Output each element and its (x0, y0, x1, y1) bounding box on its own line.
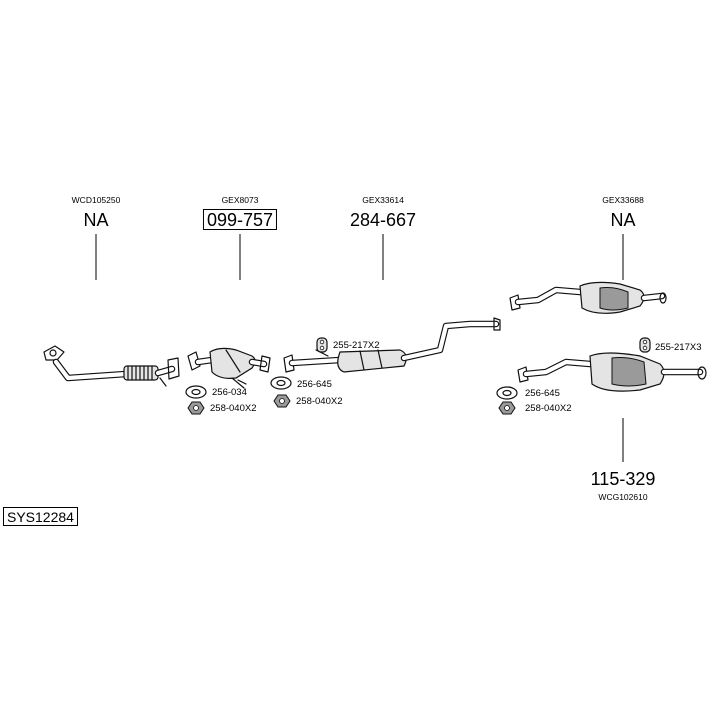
oe-code-centre-silencer: GEX33614 (362, 195, 404, 205)
rear-silencer-lower-part (517, 352, 707, 392)
nut-icon (187, 401, 205, 415)
fitting-label-mount-2[interactable]: 255-217X3 (655, 342, 702, 353)
part-number-centre-silencer[interactable]: 284-667 (349, 210, 417, 230)
oe-code-front-pipe: WCD105250 (71, 195, 121, 205)
part-number-front-pipe[interactable]: NA (83, 210, 109, 230)
part-number-rear-silencer-lower[interactable]: 115-329 (590, 469, 656, 489)
fitting-label-gasket-3[interactable]: 256-645 (525, 388, 560, 399)
fitting-label-nut-1[interactable]: 258-040X2 (210, 403, 257, 414)
front-pipe-part (43, 345, 180, 387)
nut-icon (273, 394, 291, 408)
oe-code-rear-silencer-upper: GEX33688 (602, 195, 644, 205)
fitting-label-nut-2[interactable]: 258-040X2 (296, 396, 343, 407)
fitting-label-gasket-2[interactable]: 256-645 (297, 379, 332, 390)
fitting-label-gasket-1[interactable]: 256-034 (212, 387, 247, 398)
gasket-icon (496, 386, 518, 400)
rubber-mount-icon (639, 337, 651, 353)
diagram-id-badge: SYS12284 (3, 507, 78, 526)
part-number-catalyst[interactable]: 099-757 (202, 209, 278, 230)
oe-code-rear-silencer-lower: WCG102610 (598, 492, 648, 502)
part-number-rear-silencer-upper[interactable]: NA (610, 210, 636, 230)
centre-silencer-part (283, 317, 501, 373)
gasket-icon (270, 376, 292, 390)
rubber-mount-icon (316, 337, 328, 353)
fitting-label-mount-1[interactable]: 255-217X2 (333, 340, 380, 351)
rear-silencer-upper-part (509, 281, 667, 314)
gasket-icon (185, 385, 207, 399)
fitting-label-nut-3[interactable]: 258-040X2 (525, 403, 572, 414)
catalyst-part (187, 347, 271, 389)
oe-code-catalyst: GEX8073 (221, 195, 259, 205)
nut-icon (498, 401, 516, 415)
